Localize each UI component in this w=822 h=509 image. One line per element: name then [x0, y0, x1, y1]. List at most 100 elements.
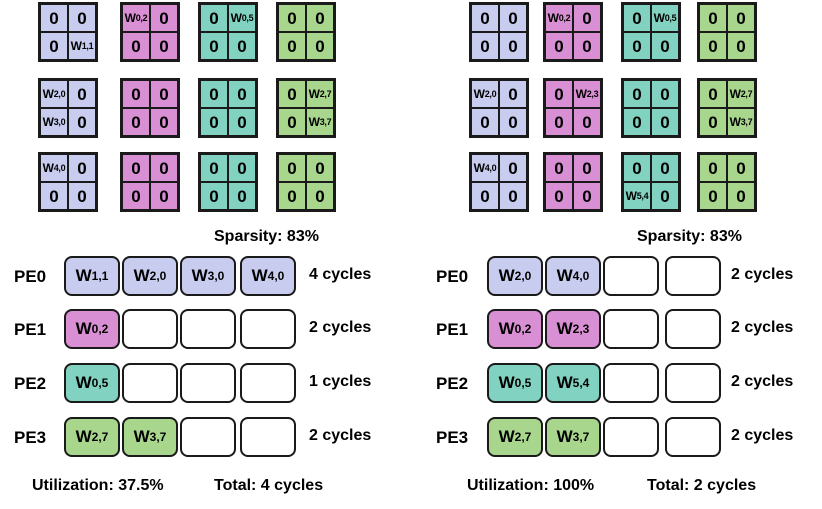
zero-cell: 0	[651, 108, 679, 136]
zero-cell: 0	[122, 108, 150, 136]
zero-cell: 0	[200, 80, 228, 108]
zero-cell: 0	[573, 182, 601, 210]
zero-cell: 0	[40, 182, 68, 210]
zero-cell: 0	[200, 154, 228, 182]
pe-cycles: 2 cycles	[309, 319, 372, 336]
zero-cell: 0	[278, 4, 306, 32]
zero-cell: 0	[150, 32, 178, 60]
pe-cycles: 1 cycles	[309, 373, 372, 390]
zero-cell: 0	[228, 182, 256, 210]
zero-cell: 0	[68, 182, 96, 210]
pe-slot-empty	[122, 363, 178, 403]
pe-cycles: 2 cycles	[309, 427, 372, 444]
zero-cell: 0	[651, 182, 679, 210]
zero-cell: 0	[278, 32, 306, 60]
zero-cell: 0	[471, 182, 499, 210]
pe-label: PE2	[14, 374, 47, 393]
zero-cell: 0	[228, 80, 256, 108]
zero-cell: 0	[699, 32, 727, 60]
zero-cell: 0	[699, 108, 727, 136]
pe-slot-empty	[180, 309, 236, 349]
zero-cell: 0	[545, 182, 573, 210]
zero-cell: 0	[499, 108, 527, 136]
zero-cell: 0	[623, 154, 651, 182]
zero-cell: 0	[150, 108, 178, 136]
zero-cell: 0	[545, 108, 573, 136]
zero-cell: 0	[623, 32, 651, 60]
pe-label: PE1	[14, 320, 47, 339]
zero-cell: 0	[727, 182, 755, 210]
zero-cell: 0	[306, 182, 334, 210]
pe-cycles: 2 cycles	[731, 266, 794, 283]
zero-cell: 0	[306, 4, 334, 32]
total-cycles-label: Total: 4 cycles	[214, 477, 324, 494]
zero-cell: 0	[545, 154, 573, 182]
zero-cell: 0	[278, 108, 306, 136]
pe-slot-empty	[665, 309, 721, 349]
zero-cell: 0	[651, 32, 679, 60]
zero-cell: 0	[499, 182, 527, 210]
zero-cell: 0	[278, 80, 306, 108]
zero-cell: 0	[150, 182, 178, 210]
pe-slot-empty	[240, 417, 296, 457]
pe-label: PE0	[436, 267, 469, 286]
pe-slot-empty	[603, 417, 659, 457]
pe-cycles: 2 cycles	[731, 427, 794, 444]
zero-cell: 0	[278, 154, 306, 182]
zero-cell: 0	[68, 108, 96, 136]
zero-cell: 0	[573, 154, 601, 182]
zero-cell: 0	[499, 80, 527, 108]
pe-label: PE0	[14, 267, 47, 286]
pe-slot-empty	[603, 256, 659, 296]
pe-slot-empty	[180, 363, 236, 403]
zero-cell: 0	[306, 32, 334, 60]
pe-slot-empty	[603, 309, 659, 349]
zero-cell: 0	[200, 4, 228, 32]
pe-slot-empty	[665, 363, 721, 403]
zero-cell: 0	[623, 4, 651, 32]
pe-slot-empty	[603, 363, 659, 403]
zero-cell: 0	[228, 154, 256, 182]
pe-cycles: 2 cycles	[731, 319, 794, 336]
zero-cell: 0	[623, 80, 651, 108]
zero-cell: 0	[699, 4, 727, 32]
zero-cell: 0	[68, 80, 96, 108]
zero-cell: 0	[499, 32, 527, 60]
zero-cell: 0	[573, 32, 601, 60]
pe-label: PE2	[436, 374, 469, 393]
zero-cell: 0	[200, 32, 228, 60]
zero-cell: 0	[200, 108, 228, 136]
pe-label: PE3	[14, 428, 47, 447]
pe-cycles: 2 cycles	[731, 373, 794, 390]
zero-cell: 0	[471, 32, 499, 60]
zero-cell: 0	[228, 32, 256, 60]
zero-cell: 0	[471, 4, 499, 32]
zero-cell: 0	[623, 108, 651, 136]
